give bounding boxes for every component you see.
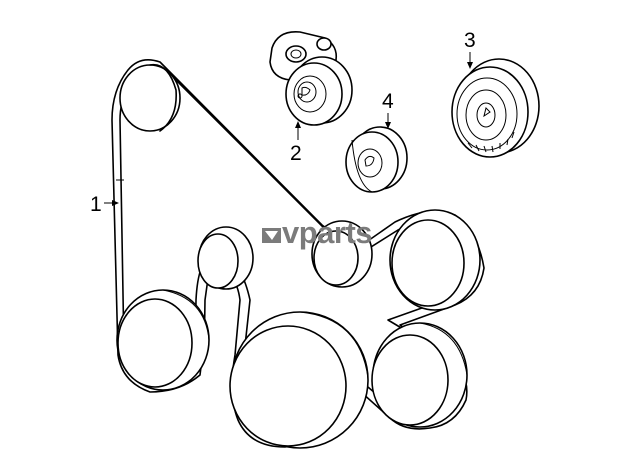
crankshaft-pulley — [229, 311, 369, 449]
callout-3-label: 3 — [464, 29, 476, 52]
vparts-watermark: vparts — [262, 215, 373, 250]
tensioner-contact-pulley — [311, 220, 373, 288]
callout-2-label: 2 — [290, 142, 302, 165]
callout-2: 2 — [290, 121, 302, 165]
callout-4: 4 — [382, 90, 394, 129]
callout-1: 1 — [90, 193, 119, 216]
idler-pulley-4 — [345, 126, 408, 193]
left-lower-pulley — [116, 289, 210, 391]
watermark-text: vparts — [282, 215, 372, 250]
vparts-logo-icon — [262, 228, 281, 243]
right-upper-pulley — [389, 209, 481, 311]
right-lower-pulley — [371, 322, 468, 428]
top-idler-pulley — [119, 63, 181, 132]
idler-pulley-3 — [451, 58, 540, 158]
tensioner-assembly — [269, 31, 353, 126]
callout-1-label: 1 — [90, 193, 102, 216]
callout-4-label: 4 — [382, 90, 394, 113]
callout-3: 3 — [464, 29, 476, 69]
mid-idler-pulley — [197, 226, 254, 290]
